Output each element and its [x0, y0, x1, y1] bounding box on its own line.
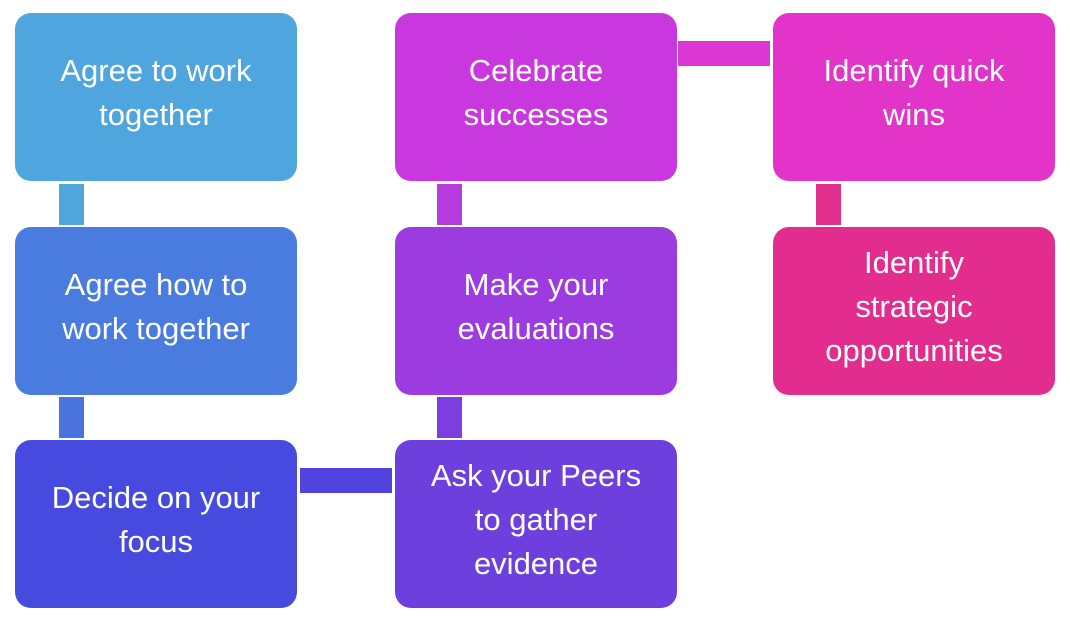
step-agree-to-work-together: Agree to work together	[15, 13, 297, 181]
step-label: Decide on your focus	[51, 480, 261, 559]
connector-1-2	[59, 184, 84, 225]
connector-3-4	[300, 468, 392, 493]
connector-2-3	[59, 397, 84, 438]
step-celebrate-successes: Celebrate successes	[395, 13, 677, 181]
connector-6-7	[678, 41, 770, 66]
step-label: Identify strategic opportunities	[825, 245, 1003, 368]
step-label: Agree to work together	[60, 53, 252, 132]
step-decide-on-your-focus: Decide on your focus	[15, 440, 297, 608]
step-label: Celebrate successes	[463, 53, 609, 132]
step-agree-how-to-work-together: Agree how to work together	[15, 227, 297, 395]
step-make-your-evaluations: Make your evaluations	[395, 227, 677, 395]
step-label: Make your evaluations	[457, 267, 615, 346]
connector-4-5	[437, 397, 462, 438]
step-label: Ask your Peers to gather evidence	[430, 458, 642, 581]
step-identify-quick-wins: Identify quick wins	[773, 13, 1055, 181]
connector-5-6	[437, 184, 462, 225]
step-label: Identify quick wins	[823, 53, 1005, 132]
step-label: Agree how to work together	[62, 267, 250, 346]
step-identify-strategic-opportunities: Identify strategic opportunities	[773, 227, 1055, 395]
step-ask-your-peers: Ask your Peers to gather evidence	[395, 440, 677, 608]
connector-7-8	[816, 184, 841, 225]
